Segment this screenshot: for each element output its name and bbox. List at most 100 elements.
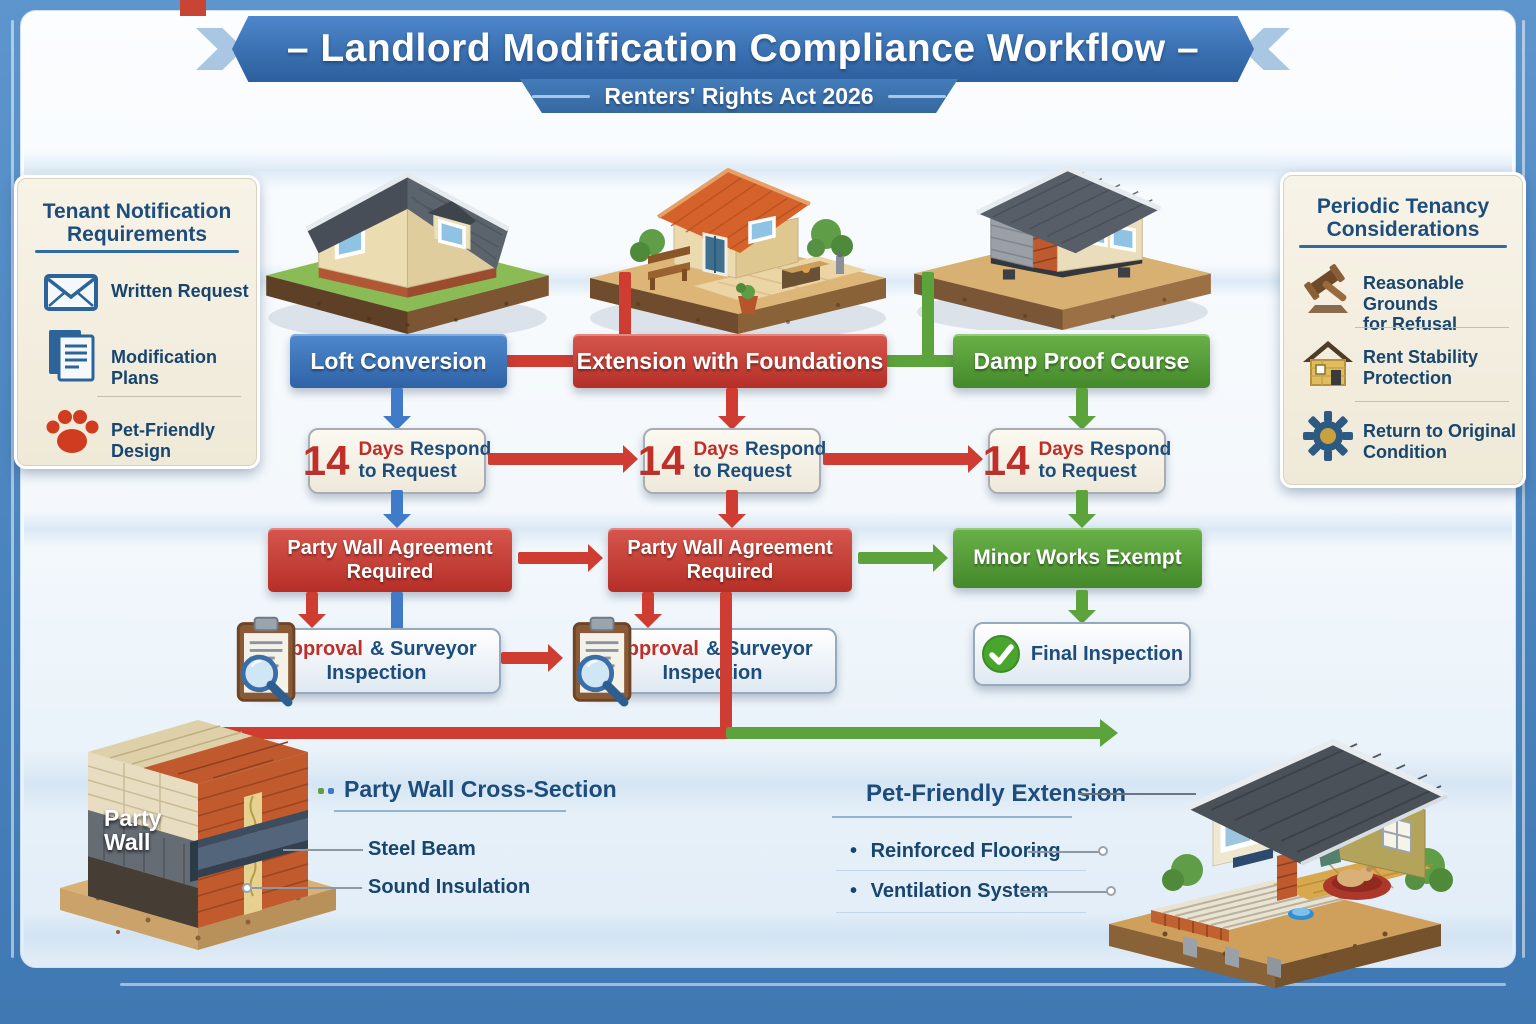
subtitle-dash-left	[532, 94, 591, 98]
tenant-item-label: Written Request	[111, 281, 249, 301]
arrow-loft-to-respond	[383, 388, 411, 430]
header-label: Loft Conversion	[310, 347, 487, 374]
ventilation-system-text: Ventilation System	[870, 880, 1049, 902]
party-wall-heading-rule	[334, 810, 566, 812]
tenant-item-label: Pet-Friendly Design	[111, 420, 216, 461]
respond-days-number: 14	[302, 437, 350, 485]
heading-dot-blue	[328, 788, 334, 794]
minor-works-label: Minor Works Exempt	[973, 546, 1182, 569]
periodic-panel-divider	[1355, 401, 1509, 402]
sound-insulation-label: Sound Insulation	[368, 876, 531, 898]
inspection-word: Inspection	[662, 662, 763, 684]
respond-days-word: Days	[693, 439, 739, 461]
final-inspection-label: Final Inspection	[1030, 642, 1184, 665]
tenant-panel-title: Tenant Notification Requirements	[42, 200, 232, 247]
respond-respond-word: Respond	[409, 439, 492, 461]
label-separator	[836, 870, 1086, 871]
connector-house-damp-green	[922, 272, 934, 364]
reinforced-flooring-leader	[1028, 851, 1102, 853]
frame-accent-right	[1522, 20, 1525, 958]
reinforced-flooring-text: Reinforced Flooring	[870, 840, 1061, 862]
periodic-item-label: Rent Stability Protection	[1363, 347, 1479, 388]
label-separator	[836, 912, 1086, 913]
loft-conversion-house-illustration	[266, 172, 549, 338]
documents-icon	[49, 330, 95, 382]
periodic-panel-title: Periodic Tenancy Considerations	[1316, 195, 1490, 242]
steel-beam-label: Steel Beam	[368, 838, 476, 860]
arrow-partywall2-minorworks	[858, 544, 948, 572]
arrow-damp-to-respond	[1068, 388, 1096, 430]
tenant-panel-rule	[35, 250, 239, 253]
page-subtitle: Renters' Rights Act 2026	[604, 82, 874, 109]
bullet: •	[850, 840, 858, 862]
pet-extension-heading-rule	[832, 816, 1072, 818]
gavel-icon	[1304, 264, 1348, 313]
connector-green-to-pet-extension	[726, 727, 1102, 739]
arrow-extension-to-respond	[718, 388, 746, 430]
red-ribbon-tab	[180, 0, 206, 16]
stage-header-loft-conversion: Loft Conversion	[290, 334, 507, 388]
clipboard-magnifier-icon	[572, 616, 632, 707]
approval-text: Approval& Surveyor Inspection	[612, 637, 812, 685]
frame-accent-left	[11, 20, 14, 958]
periodic-item-label: Reasonable Grounds for Refusal	[1363, 273, 1465, 335]
stage-header-extension-foundations: Extension with Foundations	[573, 334, 887, 388]
ventilation-system-leader	[1020, 891, 1110, 893]
paw-icon	[46, 410, 99, 453]
respond-days-number: 14	[982, 437, 1030, 485]
connector-house-extension-red	[619, 272, 631, 336]
gear-icon	[1303, 411, 1353, 461]
periodic-item-label: Return to Original Condition	[1363, 421, 1516, 462]
reinforced-flooring-label: • Reinforced Flooring	[850, 840, 1061, 863]
connector-blue-partywall-approval	[391, 592, 403, 630]
connector-extension-damp	[880, 355, 960, 367]
party-wall-tag: Party Wall	[104, 805, 162, 856]
approval-word: Approval	[276, 638, 363, 660]
green-arrowhead	[1100, 719, 1118, 747]
bullet: •	[850, 880, 858, 902]
surveyor-word: & Surveyor	[369, 638, 477, 660]
party-wall-agreement-box-1: Party Wall Agreement Required	[268, 528, 512, 592]
respond-days-word: Days	[1038, 439, 1084, 461]
arrow-minorworks-to-final	[1068, 590, 1096, 624]
respond-line2: to Request	[693, 461, 792, 482]
approval-text: Approval& Surveyor Inspection	[276, 637, 476, 685]
ventilation-system-marker-dot	[1106, 886, 1116, 896]
respond-days-number: 14	[637, 437, 685, 485]
house-icon	[1303, 341, 1353, 386]
check-circle-icon	[981, 635, 1020, 673]
arrow-respond-to-minorworks	[1068, 490, 1096, 528]
minor-works-exempt-box: Minor Works Exempt	[953, 528, 1202, 588]
arrow-partywall1-to-approval1	[298, 592, 326, 628]
surveyor-word: & Surveyor	[705, 638, 813, 660]
pet-extension-leader-line	[1078, 793, 1196, 795]
background-band	[24, 150, 1512, 190]
party-wall-label: Party Wall Agreement Required	[287, 537, 493, 583]
envelope-icon	[44, 274, 98, 311]
arrow-respond2-respond3	[823, 445, 983, 473]
sound-insulation-marker-dot	[242, 883, 252, 893]
tenant-notification-panel: Tenant Notification Requirements Written…	[14, 175, 260, 469]
reinforced-flooring-marker-dot	[1098, 846, 1108, 856]
party-wall-section-heading: Party Wall Cross-Section	[344, 776, 617, 802]
party-wall-cross-section-illustration	[60, 720, 336, 950]
connector-red-to-partywall-section	[202, 727, 732, 739]
frame-accent-bottom	[120, 983, 1506, 986]
arrow-respond-to-partywall-2	[718, 490, 746, 528]
damp-proof-house-illustration	[914, 165, 1211, 330]
respond-days-word: Days	[358, 439, 404, 461]
header-label: Extension with Foundations	[576, 347, 884, 374]
party-wall-agreement-box-2: Party Wall Agreement Required	[608, 528, 852, 592]
main-title-banner: – Landlord Modification Compliance Workf…	[232, 16, 1254, 82]
periodic-panel-rule	[1299, 245, 1507, 248]
connector-loft-extension	[500, 355, 580, 367]
party-wall-label: Party Wall Agreement Required	[627, 537, 833, 583]
periodic-panel-divider	[1355, 327, 1509, 328]
heading-dot-green	[318, 788, 324, 794]
final-inspection-box: Final Inspection	[973, 622, 1191, 686]
subtitle-dash-right	[887, 94, 946, 98]
